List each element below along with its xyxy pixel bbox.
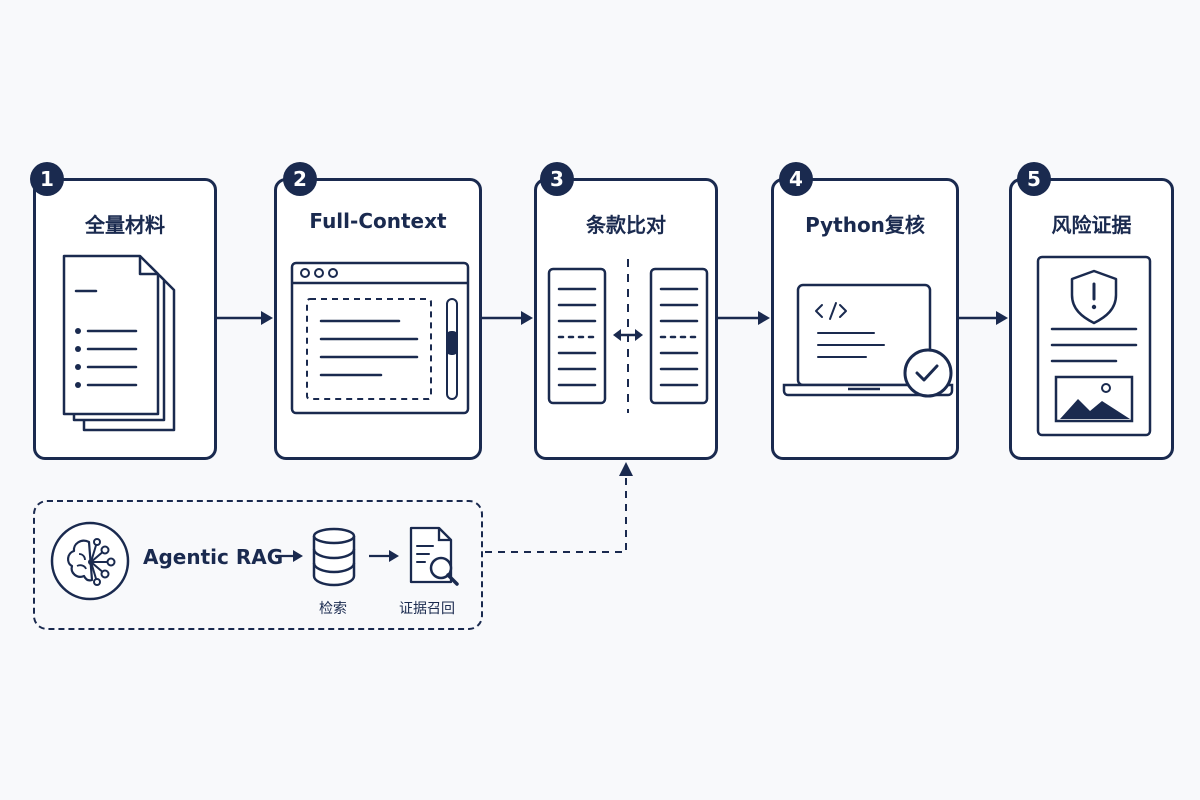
step-card-5: 风险证据 [1009,178,1174,460]
step-badge-4: 4 [779,162,813,196]
step-badge-2: 2 [283,162,317,196]
database-icon [312,527,356,587]
step-card-2: Full-Context [274,178,482,460]
evidence-recall-label: 证据召回 [399,601,455,617]
step-title-1: 全量材料 [85,213,165,237]
step-card-3: 条款比对 [534,178,718,460]
documents-stack-icon [62,254,176,432]
step-badge-5: 5 [1017,162,1051,196]
arrow-right-icon [369,550,399,562]
arrow-right-icon [959,311,1008,325]
shield-alert-report-icon [1036,255,1152,437]
document-search-icon [409,526,459,586]
arrow-right-icon [275,550,303,562]
laptop-code-check-icon [782,283,954,398]
agentic-rag-panel: Agentic RAG 检索 [33,500,483,630]
arrow-right-icon [482,311,533,325]
arrow-right-icon [718,311,770,325]
step-badge-1: 1 [30,162,64,196]
step-card-1: 全量材料 [33,178,217,460]
step-title-4: Python复核 [805,213,925,237]
step-title-2: Full-Context [309,209,447,233]
agentic-rag-title: Agentic RAG [143,545,284,569]
step-badge-3: 3 [540,162,574,196]
browser-window-icon [290,261,470,415]
brain-network-icon [50,521,130,601]
step-title-5: 风险证据 [1051,213,1132,237]
step-title-3: 条款比对 [586,213,666,237]
step-card-4: Python复核 [771,178,959,460]
rag-connector-arrow [485,462,633,553]
compare-columns-icon [547,259,709,413]
retrieve-label: 检索 [319,601,347,617]
arrow-right-icon [217,311,273,325]
